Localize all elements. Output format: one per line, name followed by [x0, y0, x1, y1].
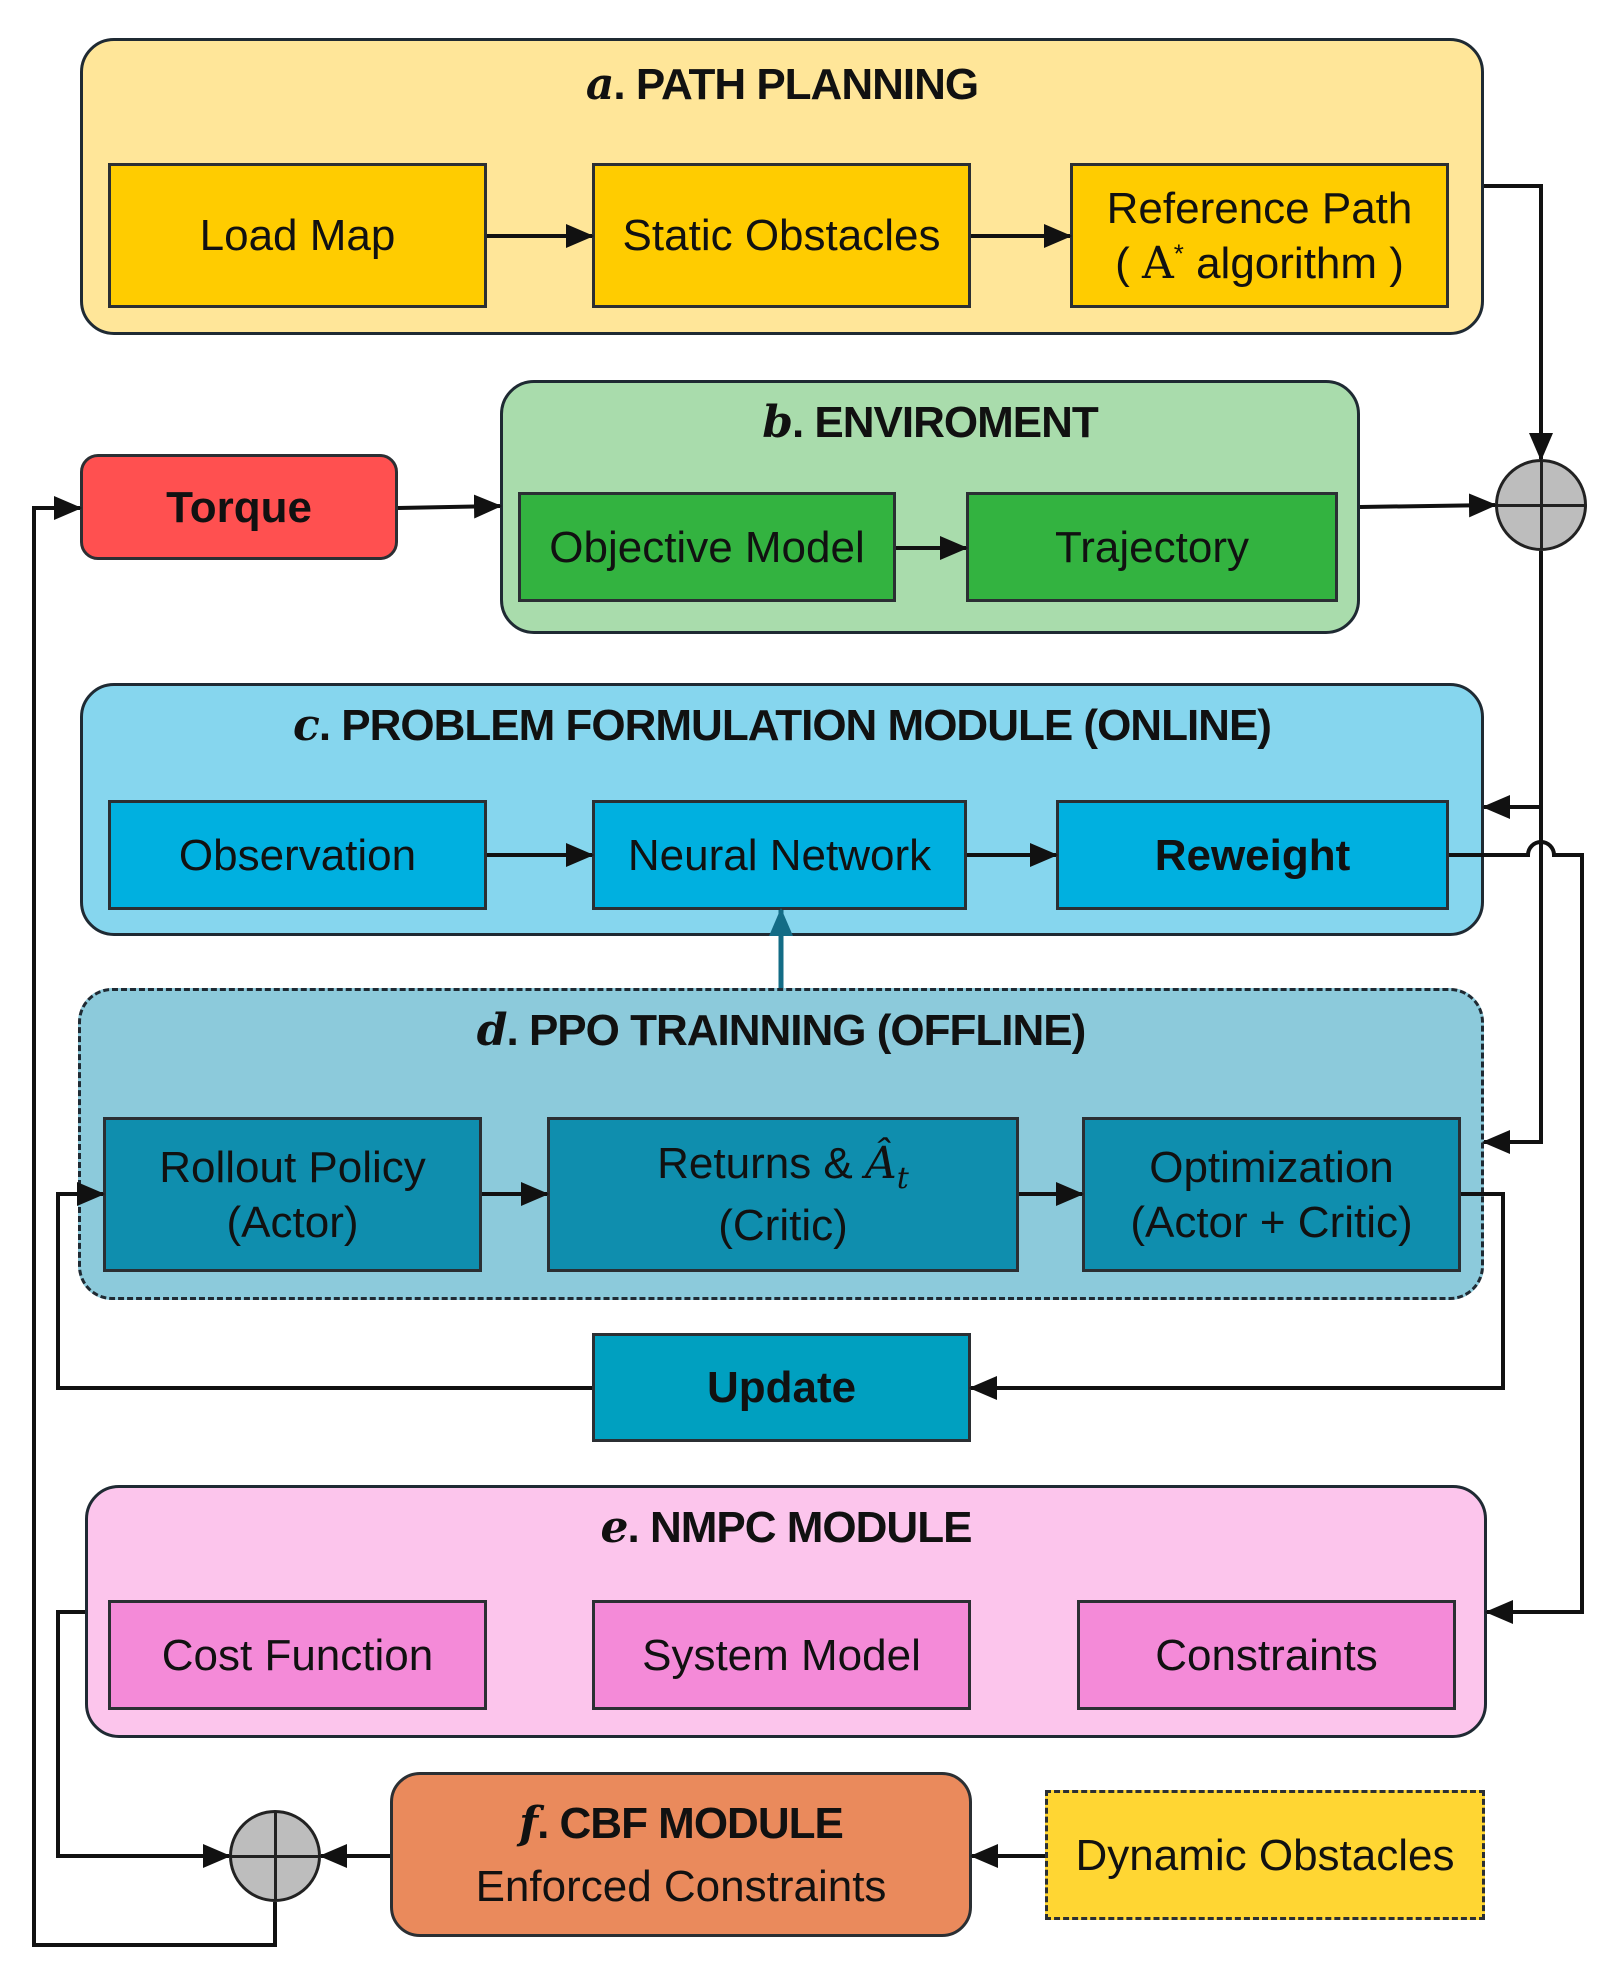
system-model-box: System Model: [592, 1600, 971, 1710]
rollout-policy-box: Rollout Policy (Actor): [103, 1117, 482, 1272]
reweight-box: Reweight: [1056, 800, 1449, 910]
constraints-box: Constraints: [1077, 1600, 1456, 1710]
cost-function-box: Cost Function: [108, 1600, 487, 1710]
panel-path-planning-title: a. PATH PLANNING: [585, 59, 979, 110]
reference-path-box: Reference Path ( A* algorithm ): [1070, 163, 1449, 308]
arrow-reweight-to-nmpc: [1449, 840, 1584, 1624]
update-box: Update: [592, 1333, 971, 1442]
optimization-box: Optimization (Actor + Critic): [1082, 1117, 1461, 1272]
arrow-nmpc-to-sum: [56, 1610, 231, 1868]
arrow-sum-to-torque: [32, 496, 277, 1947]
returns-box: Returns & Ât (Critic): [547, 1117, 1019, 1272]
dynamic-obstacles-box: Dynamic Obstacles: [1045, 1790, 1485, 1920]
panel-ppo-training-title: d. PPO TRAINNING (OFFLINE): [476, 1005, 1087, 1056]
observation-box: Observation: [108, 800, 487, 910]
arrow-torque-to-env: [397, 494, 502, 519]
load-map-box: Load Map: [108, 163, 487, 308]
trajectory-box: Trajectory: [966, 492, 1338, 602]
panel-environment-title: b. ENVIROMENT: [762, 397, 1099, 448]
cbf-module-box: f. CBF MODULE Enforced Constraints: [390, 1772, 972, 1937]
arrow-env-to-sum: [1359, 493, 1497, 518]
panel-problem-formulation-title: c. PROBLEM FORMULATION MODULE (ONLINE): [293, 700, 1272, 751]
arrow-optim-to-update: [969, 1192, 1505, 1400]
arrow-sum-to-pfm: [1482, 551, 1543, 819]
static-obstacles-box: Static Obstacles: [592, 163, 971, 308]
arrow-reference-to-sum: [1484, 184, 1553, 461]
arrow-sum-to-ppo: [1482, 807, 1543, 1154]
arrow-update-to-rollout: [56, 1182, 592, 1390]
panel-nmpc-title: e. NMPC MODULE: [600, 1502, 973, 1553]
neural-network-box: Neural Network: [592, 800, 967, 910]
objective-model-box: Objective Model: [518, 492, 896, 602]
torque-box: Torque: [80, 454, 398, 560]
